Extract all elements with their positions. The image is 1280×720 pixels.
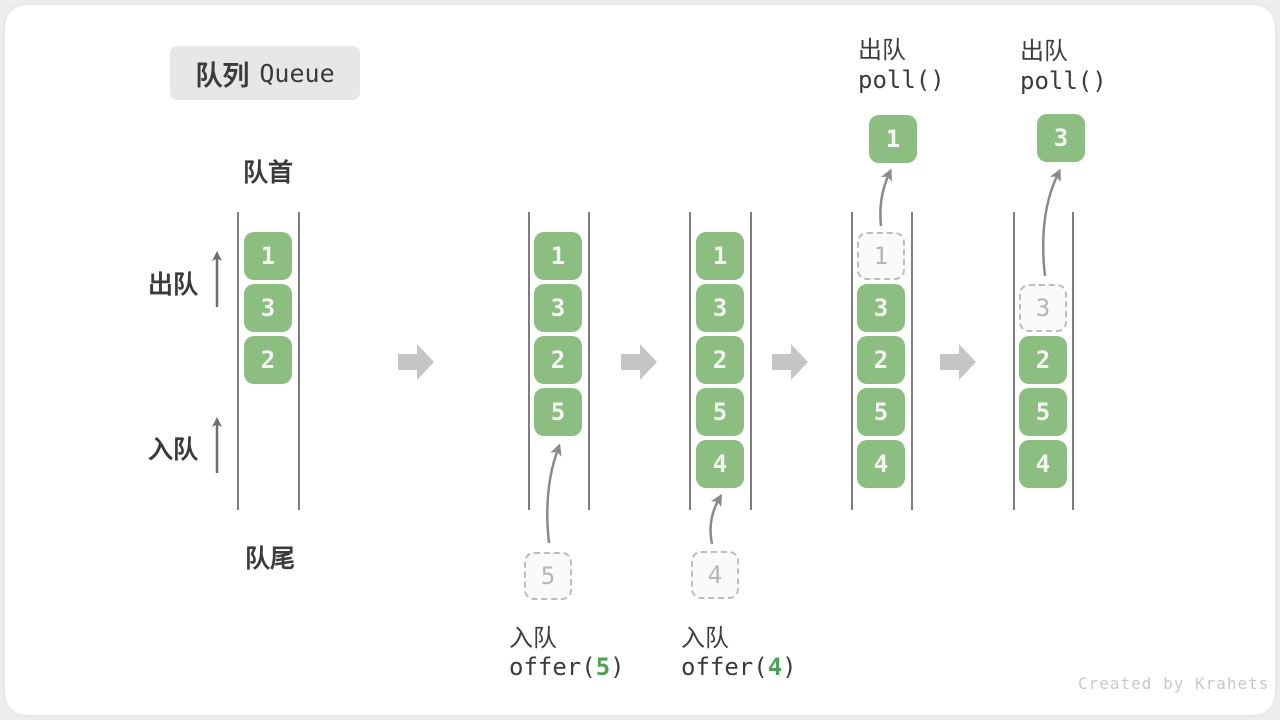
title-zh: 队列 xyxy=(195,60,250,91)
queue-item: 3 xyxy=(696,284,744,332)
queue-item: 3 xyxy=(534,284,582,332)
label-enqueue-action: 入队 xyxy=(681,625,729,652)
code-poll: poll() xyxy=(858,66,945,94)
code-offer-4: offer(4) xyxy=(681,653,797,681)
block-arrow-icon xyxy=(772,344,808,380)
enqueue-arrow-5 xyxy=(546,443,562,544)
queue-item: 1 xyxy=(696,232,744,280)
label-dequeue-left: 出队 xyxy=(148,271,199,299)
label-queue-front: 队首 xyxy=(243,159,294,187)
queue-rail-right xyxy=(750,212,752,510)
queue-rail-right xyxy=(1072,212,1074,510)
queue-rail-right xyxy=(588,212,590,510)
label-enqueue-action: 入队 xyxy=(509,625,557,652)
queue-item: 1 xyxy=(534,232,582,280)
ghost-item: 3 xyxy=(1019,284,1067,332)
label-dequeue-action: 出队 xyxy=(1020,38,1068,65)
pending-item: 5 xyxy=(524,552,572,600)
code-offer-5: offer(5) xyxy=(509,653,625,681)
code-post: ) xyxy=(610,653,625,681)
queue-rail-right xyxy=(911,212,913,510)
queue-item: 5 xyxy=(696,388,744,436)
queue-item: 1 xyxy=(244,232,292,280)
dequeue-arrow-3 xyxy=(1041,168,1061,277)
code-post: ) xyxy=(782,653,797,681)
pending-item: 4 xyxy=(691,551,739,599)
queue-item: 4 xyxy=(1019,440,1067,488)
code-arg: 5 xyxy=(595,653,611,681)
queue-item: 2 xyxy=(857,336,905,384)
code-arg: 4 xyxy=(767,653,783,681)
label-dequeue-action: 出队 xyxy=(858,37,906,64)
queue-item: 2 xyxy=(696,336,744,384)
diagram-title-box: 队列 Queue xyxy=(170,46,360,100)
queue-item: 5 xyxy=(1019,388,1067,436)
queue-item: 3 xyxy=(244,284,292,332)
label-queue-rear: 队尾 xyxy=(245,545,296,573)
label-enqueue-left: 入队 xyxy=(148,436,199,464)
queue-rail-left xyxy=(689,212,691,510)
title-en: Queue xyxy=(259,58,335,88)
ghost-item: 1 xyxy=(857,232,905,280)
block-arrow-icon xyxy=(940,344,976,380)
queue-item: 3 xyxy=(857,284,905,332)
code-pre: offer( xyxy=(509,653,596,681)
queue-item: 2 xyxy=(1019,336,1067,384)
enqueue-arrow-4 xyxy=(709,493,722,545)
queue-item: 5 xyxy=(534,388,582,436)
queue-rail-left xyxy=(237,212,239,510)
queue-item: 4 xyxy=(696,440,744,488)
popped-item: 1 xyxy=(869,115,917,163)
code-pre: offer( xyxy=(681,653,768,681)
popped-item: 3 xyxy=(1037,114,1085,162)
queue-rail-left xyxy=(851,212,853,510)
queue-item: 5 xyxy=(857,388,905,436)
code-poll: poll() xyxy=(1020,67,1107,95)
block-arrow-icon xyxy=(398,344,434,380)
queue-item: 2 xyxy=(244,336,292,384)
queue-rail-left xyxy=(528,212,530,510)
block-arrow-icon xyxy=(621,344,657,380)
queue-item: 2 xyxy=(534,336,582,384)
queue-rail-right xyxy=(298,212,300,510)
watermark: Created by Krahets xyxy=(1078,674,1270,693)
queue-item: 4 xyxy=(857,440,905,488)
queue-rail-left xyxy=(1013,212,1015,510)
dequeue-arrow-1 xyxy=(879,168,892,227)
